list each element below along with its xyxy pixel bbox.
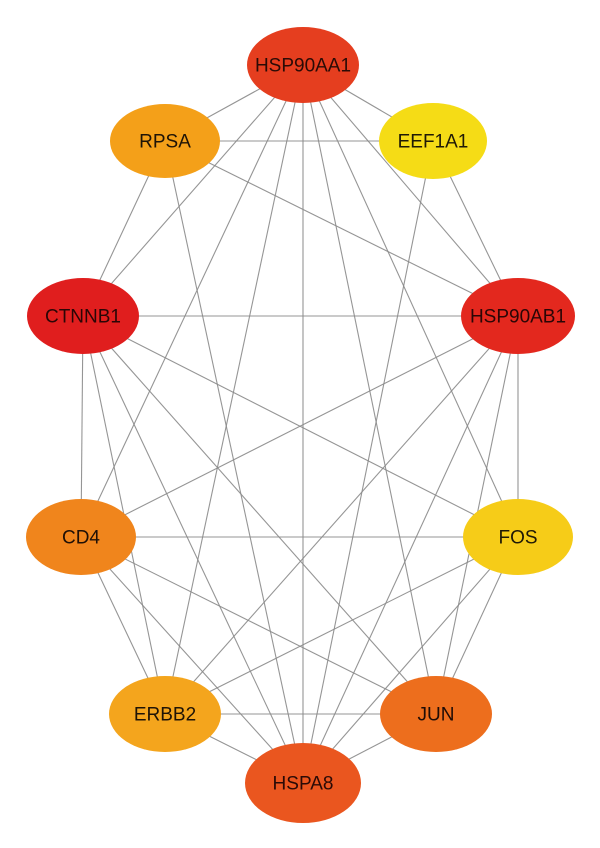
node-fos-label: FOS bbox=[498, 528, 537, 549]
node-fos[interactable]: FOS bbox=[463, 499, 573, 575]
node-cd4[interactable]: CD4 bbox=[26, 499, 136, 575]
node-hspa8-shape bbox=[245, 743, 361, 823]
edge-hsp90aa1-cd4 bbox=[80, 64, 304, 538]
edge-rpsa-hsp90ab1 bbox=[164, 140, 519, 317]
node-hsp90aa1[interactable]: HSP90AA1 bbox=[247, 27, 359, 103]
node-hsp90ab1-shape bbox=[461, 278, 575, 354]
node-rpsa-shape bbox=[110, 104, 220, 178]
edge-fos-hspa8 bbox=[302, 536, 519, 784]
node-jun[interactable]: JUN bbox=[380, 676, 492, 752]
node-hsp90aa1-shape bbox=[247, 27, 359, 103]
edge-hsp90aa1-hsp90ab1 bbox=[302, 64, 519, 317]
edge-eef1a1-hspa8 bbox=[302, 140, 434, 784]
node-ctnnb1[interactable]: CTNNB1 bbox=[27, 278, 139, 354]
node-cd4-shape bbox=[26, 499, 136, 575]
edge-hsp90ab1-erbb2 bbox=[164, 315, 519, 715]
node-ctnnb1-label: CTNNB1 bbox=[45, 307, 121, 328]
edge-hsp90aa1-erbb2 bbox=[164, 64, 304, 715]
edge-cd4-jun bbox=[80, 536, 437, 715]
node-ctnnb1-shape bbox=[27, 278, 139, 354]
node-erbb2-shape bbox=[109, 676, 221, 752]
nodes-layer: HSP90AA1 RPSA EEF1A1 CTNNB1 HSP90AB1 CD4… bbox=[26, 27, 575, 823]
edge-rpsa-hspa8 bbox=[164, 140, 304, 784]
node-hspa8[interactable]: HSPA8 bbox=[245, 743, 361, 823]
edge-hsp90aa1-ctnnb1 bbox=[82, 64, 304, 317]
edge-hsp90ab1-cd4 bbox=[80, 315, 519, 538]
edge-hsp90aa1-jun bbox=[302, 64, 437, 715]
node-eef1a1[interactable]: EEF1A1 bbox=[379, 103, 487, 179]
node-eef1a1-label: EEF1A1 bbox=[398, 132, 469, 153]
node-jun-shape bbox=[380, 676, 492, 752]
edge-ctnnb1-jun bbox=[82, 315, 437, 715]
node-hsp90aa1-label: HSP90AA1 bbox=[255, 56, 351, 77]
node-hspa8-label: HSPA8 bbox=[273, 774, 334, 795]
node-hsp90ab1[interactable]: HSP90AB1 bbox=[461, 278, 575, 354]
edge-fos-erbb2 bbox=[164, 536, 519, 715]
node-cd4-label: CD4 bbox=[62, 528, 100, 549]
edge-hsp90ab1-hspa8 bbox=[302, 315, 519, 784]
node-eef1a1-shape bbox=[379, 103, 487, 179]
edge-cd4-hspa8 bbox=[80, 536, 304, 784]
node-erbb2[interactable]: ERBB2 bbox=[109, 676, 221, 752]
node-rpsa-label: RPSA bbox=[139, 132, 191, 153]
edge-ctnnb1-hspa8 bbox=[82, 315, 304, 784]
node-erbb2-label: ERBB2 bbox=[134, 705, 196, 726]
node-fos-shape bbox=[463, 499, 573, 575]
node-hsp90ab1-label: HSP90AB1 bbox=[470, 307, 566, 328]
node-rpsa[interactable]: RPSA bbox=[110, 104, 220, 178]
node-jun-label: JUN bbox=[418, 705, 455, 726]
edge-hsp90aa1-fos bbox=[302, 64, 519, 538]
